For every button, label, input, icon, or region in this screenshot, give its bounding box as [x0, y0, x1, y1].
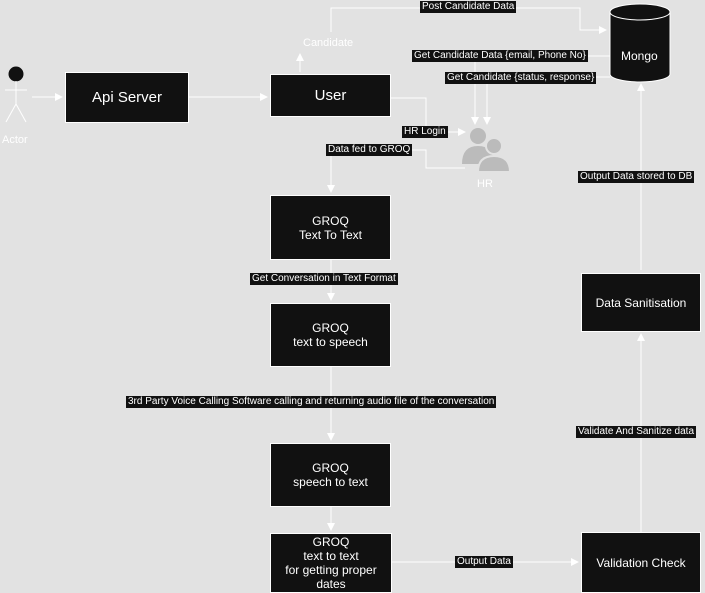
edge-label-post-candidate: Post Candidate Data: [420, 1, 517, 13]
mongo-database-icon: [609, 3, 671, 83]
actor-label: Actor: [2, 134, 28, 146]
edge-label-output-stored: Output Data stored to DB: [578, 171, 695, 183]
groq-text-to-text-node: GROQ Text To Text: [270, 195, 391, 260]
edge-hr-groq: [327, 149, 465, 193]
edge-mongo-hr-status: [483, 76, 610, 125]
groq-dates-node: GROQ text to text for getting proper dat…: [270, 533, 392, 593]
edge-label-output-data: Output Data: [455, 556, 513, 568]
groq-speech-to-text-node: GROQ speech to text: [270, 443, 391, 507]
edge-label-validate-sanitize: Validate And Sanitize data: [576, 426, 697, 438]
edge-mongo-hr-data: [471, 55, 610, 125]
mongo-label: Mongo: [621, 49, 658, 63]
groq-text-to-speech-node: GROQ text to speech: [270, 303, 391, 367]
validation-check-node: Validation Check: [581, 532, 701, 593]
data-sanitisation-node: Data Sanitisation: [581, 273, 701, 332]
edge-label-get-conversation: Get Conversation in Text Format: [250, 273, 398, 285]
edge-label-voice-calling: 3rd Party Voice Calling Software calling…: [126, 396, 497, 408]
edge-label-get-candidate-data: Get Candidate Data {email, Phone No}: [412, 50, 588, 62]
hr-users-icon: [462, 128, 512, 172]
edge-label-hr-login: HR Login: [402, 126, 448, 138]
api-server-node: Api Server: [65, 72, 189, 123]
user-node: User: [270, 74, 391, 117]
edge-label-data-fed: Data fed to GROQ: [326, 144, 413, 156]
candidate-label: Candidate: [303, 37, 354, 49]
hr-label: HR: [477, 178, 493, 190]
edge-candidate-mongo: [330, 7, 607, 34]
edge-label-get-candidate-status: Get Candidate {status, response}: [445, 72, 597, 84]
actor-icon: [5, 66, 27, 123]
